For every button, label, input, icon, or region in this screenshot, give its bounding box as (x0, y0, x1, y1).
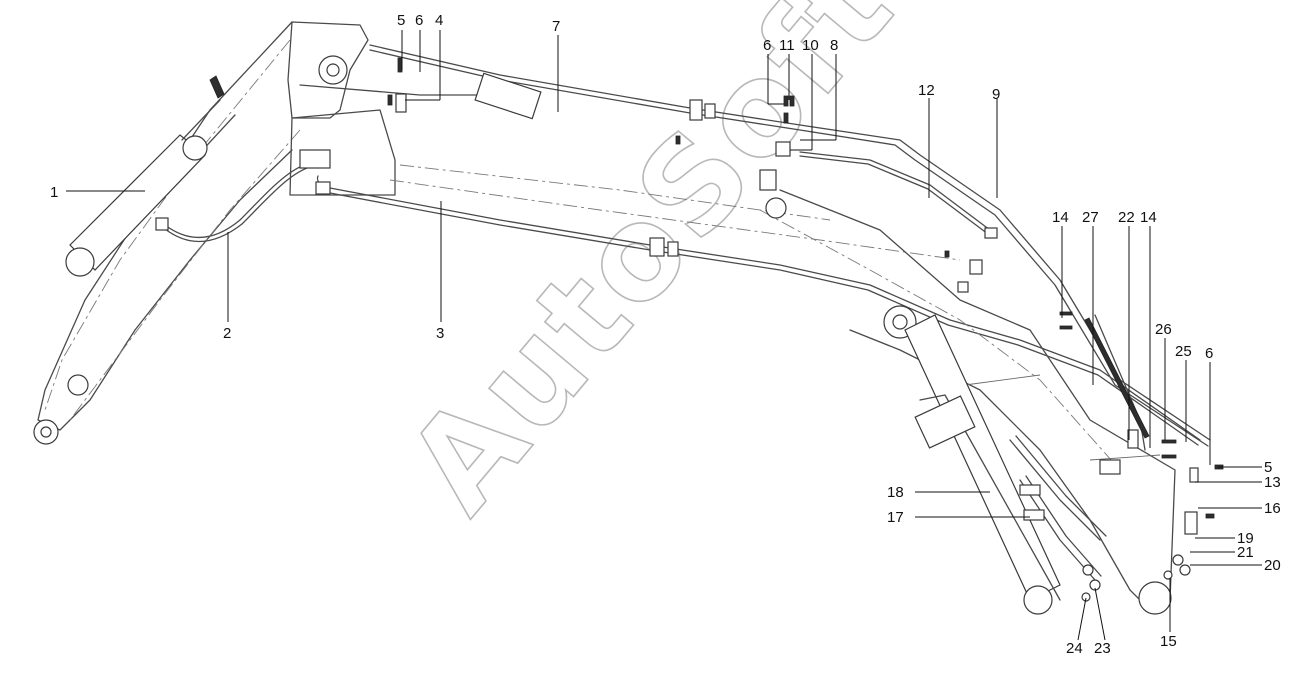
callout-9: 9 (992, 86, 1000, 103)
callout-8: 8 (830, 37, 838, 54)
left-boom-cylinder (65, 75, 236, 277)
callout-1: 1 (50, 184, 58, 201)
callout-25: 25 (1175, 343, 1192, 360)
callout-27: 27 (1082, 209, 1099, 226)
callout-5: 5 (1264, 459, 1272, 476)
right-boom-cylinder (904, 314, 1107, 615)
callout-2: 2 (223, 325, 231, 342)
callout-23: 23 (1094, 640, 1111, 657)
callout-17: 17 (887, 509, 904, 526)
callout-labels: 1 2 3 5 6 4 7 6 11 10 8 12 9 14 27 22 14… (50, 12, 1281, 657)
callout-13: 13 (1264, 474, 1281, 491)
callout-22: 22 (1118, 209, 1135, 226)
callout-11: 11 (779, 37, 795, 54)
fittings (387, 57, 1224, 602)
callout-26: 26 (1155, 321, 1172, 338)
callout-15: 15 (1160, 633, 1177, 650)
callout-12: 12 (918, 82, 935, 99)
callout-6: 6 (1205, 345, 1213, 362)
autosoft-watermark: AutoSoft (380, 0, 924, 540)
leader-lines (66, 30, 1262, 641)
callout-3: 3 (436, 325, 444, 342)
callout-14: 14 (1052, 209, 1069, 226)
callout-24: 24 (1066, 640, 1083, 657)
callout-16: 16 (1264, 500, 1281, 517)
callout-14: 14 (1140, 209, 1157, 226)
callout-20: 20 (1264, 557, 1281, 574)
callout-10: 10 (802, 37, 819, 54)
callout-4: 4 (435, 12, 443, 29)
hose-2 (155, 159, 321, 243)
upper-hose-bundle (299, 44, 1211, 447)
callout-6: 6 (415, 12, 423, 29)
callout-5: 5 (397, 12, 405, 29)
callout-7: 7 (552, 18, 560, 35)
callout-21: 21 (1237, 544, 1254, 561)
callout-6: 6 (763, 37, 771, 54)
callout-18: 18 (887, 484, 904, 501)
callout-19: 19 (1237, 530, 1254, 547)
main-boom (759, 189, 1176, 615)
